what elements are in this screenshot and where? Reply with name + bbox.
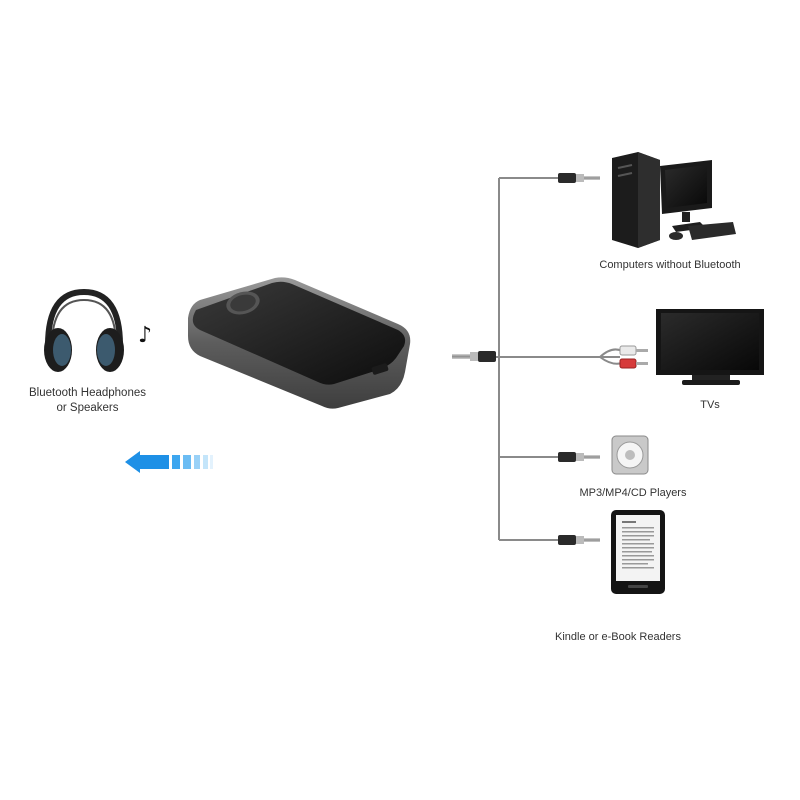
music-note-icon: ♪ [138, 323, 152, 348]
computer-icon [612, 152, 736, 248]
aux-plug-icon [558, 173, 600, 183]
tv-icon [656, 309, 764, 385]
headphones-label: Bluetooth Headphones or Speakers [20, 386, 155, 416]
computers-label: Computers without Bluetooth [599, 259, 741, 271]
ebook-reader-icon [611, 510, 665, 594]
mp3-label: MP3/MP4/CD Players [579, 487, 687, 499]
tvs-label: TVs [700, 399, 720, 411]
aux-plug-icon [558, 535, 600, 545]
arrow-left-icon [125, 451, 213, 473]
aux-plug-icon [558, 452, 600, 462]
headphones-icon [44, 288, 124, 372]
mp3-player-icon [611, 435, 649, 475]
cable-lines [495, 177, 620, 541]
headphones-label-line1: Bluetooth Headphones [28, 387, 146, 399]
rca-plug-icon [599, 345, 648, 369]
headphones-label-line2: or Speakers [56, 402, 119, 414]
kindle-label: Kindle or e-Book Readers [555, 631, 681, 643]
aux-plug-icon [452, 351, 496, 362]
bluetooth-receiver-icon [188, 277, 411, 409]
